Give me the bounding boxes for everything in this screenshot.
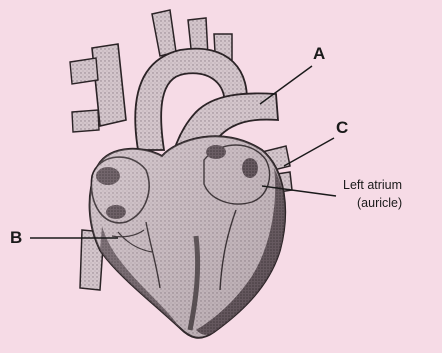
left-atrium-text: Left atrium xyxy=(343,176,402,194)
heart-body xyxy=(90,136,286,338)
leader-line-a xyxy=(260,66,312,104)
label-a: A xyxy=(313,44,325,64)
leader-line-c xyxy=(284,138,334,166)
label-b: B xyxy=(10,228,22,248)
label-left-atrium: Left atrium (auricle) xyxy=(343,176,402,212)
auricle-text: (auricle) xyxy=(343,194,402,212)
label-c: C xyxy=(336,118,348,138)
